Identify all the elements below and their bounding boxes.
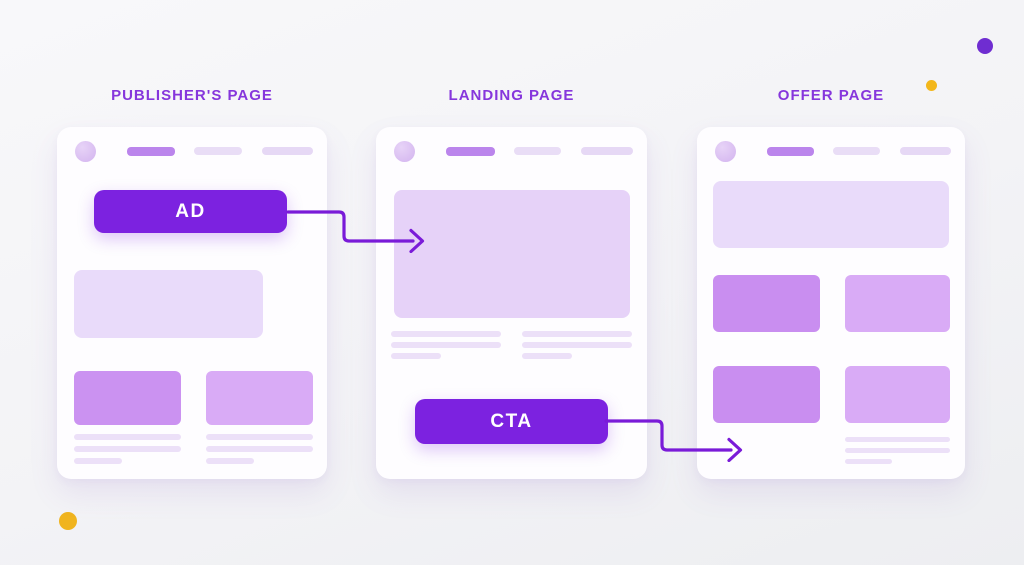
decor-dot-yellow-bottom-icon (59, 512, 77, 530)
offer-grid-block (845, 366, 950, 423)
ad-to-landing-arrow (286, 210, 425, 253)
nav-pill (261, 147, 313, 155)
text-line (74, 446, 181, 452)
decor-dot-yellow-top-icon (926, 80, 937, 91)
text-column-left (391, 331, 501, 364)
cta-to-offer-arrow (604, 419, 743, 462)
mockup-navbar (394, 140, 633, 162)
text-line (391, 331, 501, 337)
text-line (206, 446, 313, 452)
text-line (74, 434, 181, 440)
arrowhead-chevron-icon (727, 437, 743, 462)
offer-grid-block (845, 275, 950, 332)
offer-grid-block (713, 275, 820, 332)
publisher-page-title: PUBLISHER'S PAGE (111, 87, 273, 104)
arrow-line (286, 210, 415, 243)
nav-pill (833, 147, 881, 155)
offer-page-card (697, 127, 965, 479)
landing-page-card: CTA (376, 127, 647, 479)
text-line (74, 458, 123, 464)
text-line (845, 459, 893, 464)
article-card-left (74, 371, 181, 470)
avatar (75, 140, 96, 162)
nav-pill-active (766, 146, 815, 156)
arrow-line (604, 419, 733, 452)
text-line (845, 437, 950, 442)
offer-grid-block (713, 366, 820, 423)
nav-pill (581, 147, 633, 155)
arrowhead-chevron-icon (409, 228, 425, 253)
nav-pill (900, 147, 951, 155)
text-column-right (522, 331, 632, 364)
text-line (845, 448, 950, 453)
text-line (522, 353, 572, 359)
decor-dot-purple-icon (977, 38, 993, 54)
banner-placeholder-block (713, 181, 949, 248)
article-placeholder-block (74, 270, 263, 338)
text-line (522, 342, 632, 348)
cta-button[interactable]: CTA (415, 399, 608, 444)
nav-pill-active (126, 146, 176, 156)
avatar (715, 140, 736, 162)
offer-page-title: OFFER PAGE (777, 87, 885, 104)
nav-pill (513, 147, 562, 155)
text-line (522, 331, 632, 337)
avatar (394, 140, 415, 162)
publisher-page-card: AD (57, 127, 327, 479)
text-column-bottom-right (845, 437, 950, 470)
landing-page-title: LANDING PAGE (448, 87, 575, 104)
text-line (206, 434, 313, 440)
article-card-right (206, 371, 313, 470)
hero-placeholder-block (394, 190, 630, 318)
text-line (206, 458, 255, 464)
text-line (391, 342, 501, 348)
nav-pill-active (445, 146, 495, 156)
image-placeholder (74, 371, 181, 425)
mockup-navbar (75, 140, 313, 162)
mockup-navbar (715, 140, 951, 162)
image-placeholder (206, 371, 313, 425)
ad-button[interactable]: AD (94, 190, 287, 233)
text-line (391, 353, 441, 359)
nav-pill (194, 147, 242, 155)
